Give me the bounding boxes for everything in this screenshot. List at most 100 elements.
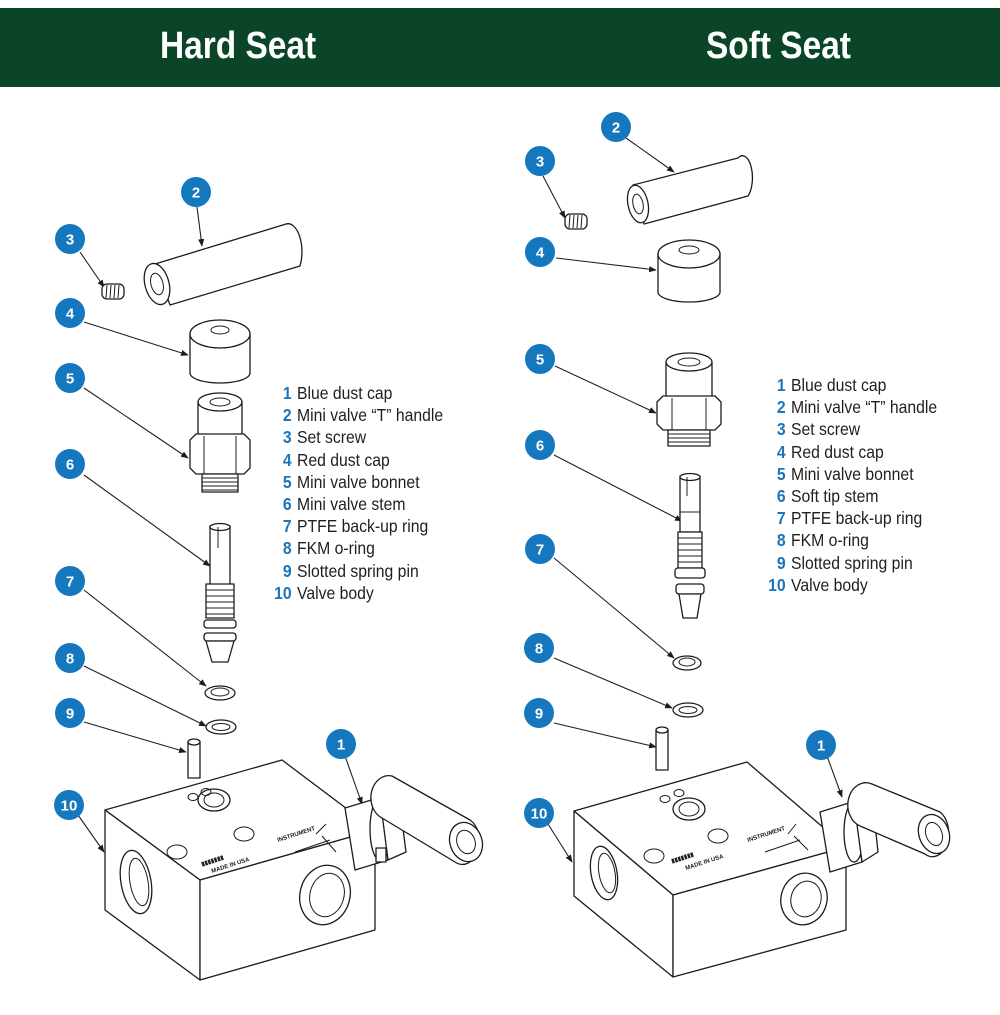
leader-7 [553, 557, 675, 659]
svg-text:10: 10 [61, 798, 78, 815]
leader-7 [83, 589, 207, 687]
svg-text:5: 5 [536, 352, 544, 369]
legend-label: Red dust cap [297, 449, 390, 470]
legend-number: 9 [282, 560, 292, 581]
svg-text:2: 2 [192, 185, 200, 202]
legend-number: 6 [776, 486, 786, 507]
svg-text:10: 10 [531, 806, 548, 823]
legend-number: 10 [274, 582, 292, 603]
hard-seat-leaders [77, 206, 363, 853]
blue-dust-cap-part [819, 782, 951, 873]
stem-part [674, 472, 706, 619]
legend-number: 4 [776, 441, 786, 462]
bonnet-part [656, 352, 722, 447]
bonnet-part [189, 392, 251, 493]
legend-label: Slotted spring pin [297, 560, 419, 581]
hard-seat-title: Hard Seat [160, 25, 317, 67]
legend-number: 7 [776, 508, 786, 529]
badge-1: 1 [806, 730, 836, 760]
svg-text:9: 9 [66, 706, 74, 723]
legend-label: FKM o-ring [297, 538, 375, 559]
soft-seat-leaders [542, 137, 843, 863]
legend-label: Mini valve bonnet [297, 471, 420, 492]
svg-text:3: 3 [536, 154, 544, 171]
legend-number: 1 [282, 383, 292, 403]
valve-body-part: ▮▮▮▮▮▮▮ MADE IN USA INSTRUMENT [573, 761, 847, 978]
flow-symbol [764, 823, 809, 853]
hard-seat-diagram: ▮▮▮▮▮▮▮ MADE IN USA INSTRUMENT 2 3 4 5 6… [54, 177, 484, 981]
soft-seat-title: Soft Seat [706, 25, 851, 67]
svg-text:1: 1 [817, 738, 825, 755]
svg-text:7: 7 [536, 542, 544, 559]
leader-10 [547, 823, 573, 863]
red-dust-cap-part [189, 319, 251, 384]
svg-text:4: 4 [536, 245, 545, 262]
legend-number: 10 [768, 574, 786, 595]
leader-3 [79, 251, 105, 288]
leader-5 [83, 387, 189, 459]
svg-text:8: 8 [535, 641, 543, 658]
o-ring-part [672, 702, 704, 718]
badge-7: 7 [525, 534, 555, 564]
spring-pin-part [187, 738, 201, 779]
t-handle-part [626, 155, 754, 225]
svg-text:9: 9 [535, 706, 543, 723]
legend-label: FKM o-ring [791, 530, 869, 551]
flow-symbol [294, 823, 337, 853]
badge-9: 9 [55, 698, 85, 728]
badge-7: 7 [55, 566, 85, 596]
leader-9 [553, 722, 657, 749]
badge-10: 10 [54, 790, 84, 820]
leader-9 [83, 721, 187, 753]
legend-number: 2 [776, 397, 786, 418]
legend-label: Mini valve stem [297, 494, 406, 515]
header-bar [0, 8, 1000, 87]
legend-number: 4 [282, 449, 292, 470]
set-screw-part [564, 213, 588, 230]
badge-10: 10 [524, 798, 554, 828]
leader-6 [83, 474, 211, 567]
leader-4 [555, 257, 657, 273]
stem-part [203, 522, 237, 663]
svg-text:4: 4 [66, 306, 75, 323]
legend-label: Red dust cap [791, 441, 884, 462]
valve-body-part: ▮▮▮▮▮▮▮ MADE IN USA INSTRUMENT [104, 759, 376, 981]
o-ring-part [205, 719, 237, 735]
svg-text:6: 6 [66, 457, 74, 474]
badge-3: 3 [55, 224, 85, 254]
legend-number: 8 [776, 530, 786, 551]
legend-number: 1 [776, 375, 786, 395]
leader-5 [554, 365, 657, 414]
leader-6 [553, 454, 683, 522]
badge-5: 5 [55, 363, 85, 393]
legend-label: PTFE back-up ring [791, 508, 923, 529]
blue-dust-cap-part [344, 775, 484, 871]
leader-8 [553, 657, 673, 709]
leader-1 [344, 755, 363, 805]
legend-label: Valve body [791, 574, 868, 595]
legend-number: 3 [282, 427, 292, 448]
legend-label: PTFE back-up ring [297, 516, 429, 537]
hard-seat-badges: 2 3 4 5 6 7 8 9 10 1 [54, 177, 356, 820]
leader-4 [83, 321, 189, 356]
soft-seat-diagram: ▮▮▮▮▮▮▮ MADE IN USA INSTRUMENT 2 3 4 5 6… [524, 112, 951, 978]
legend-number: 3 [776, 419, 786, 440]
badge-8: 8 [524, 633, 554, 663]
legend-label: Soft tip stem [791, 486, 879, 507]
